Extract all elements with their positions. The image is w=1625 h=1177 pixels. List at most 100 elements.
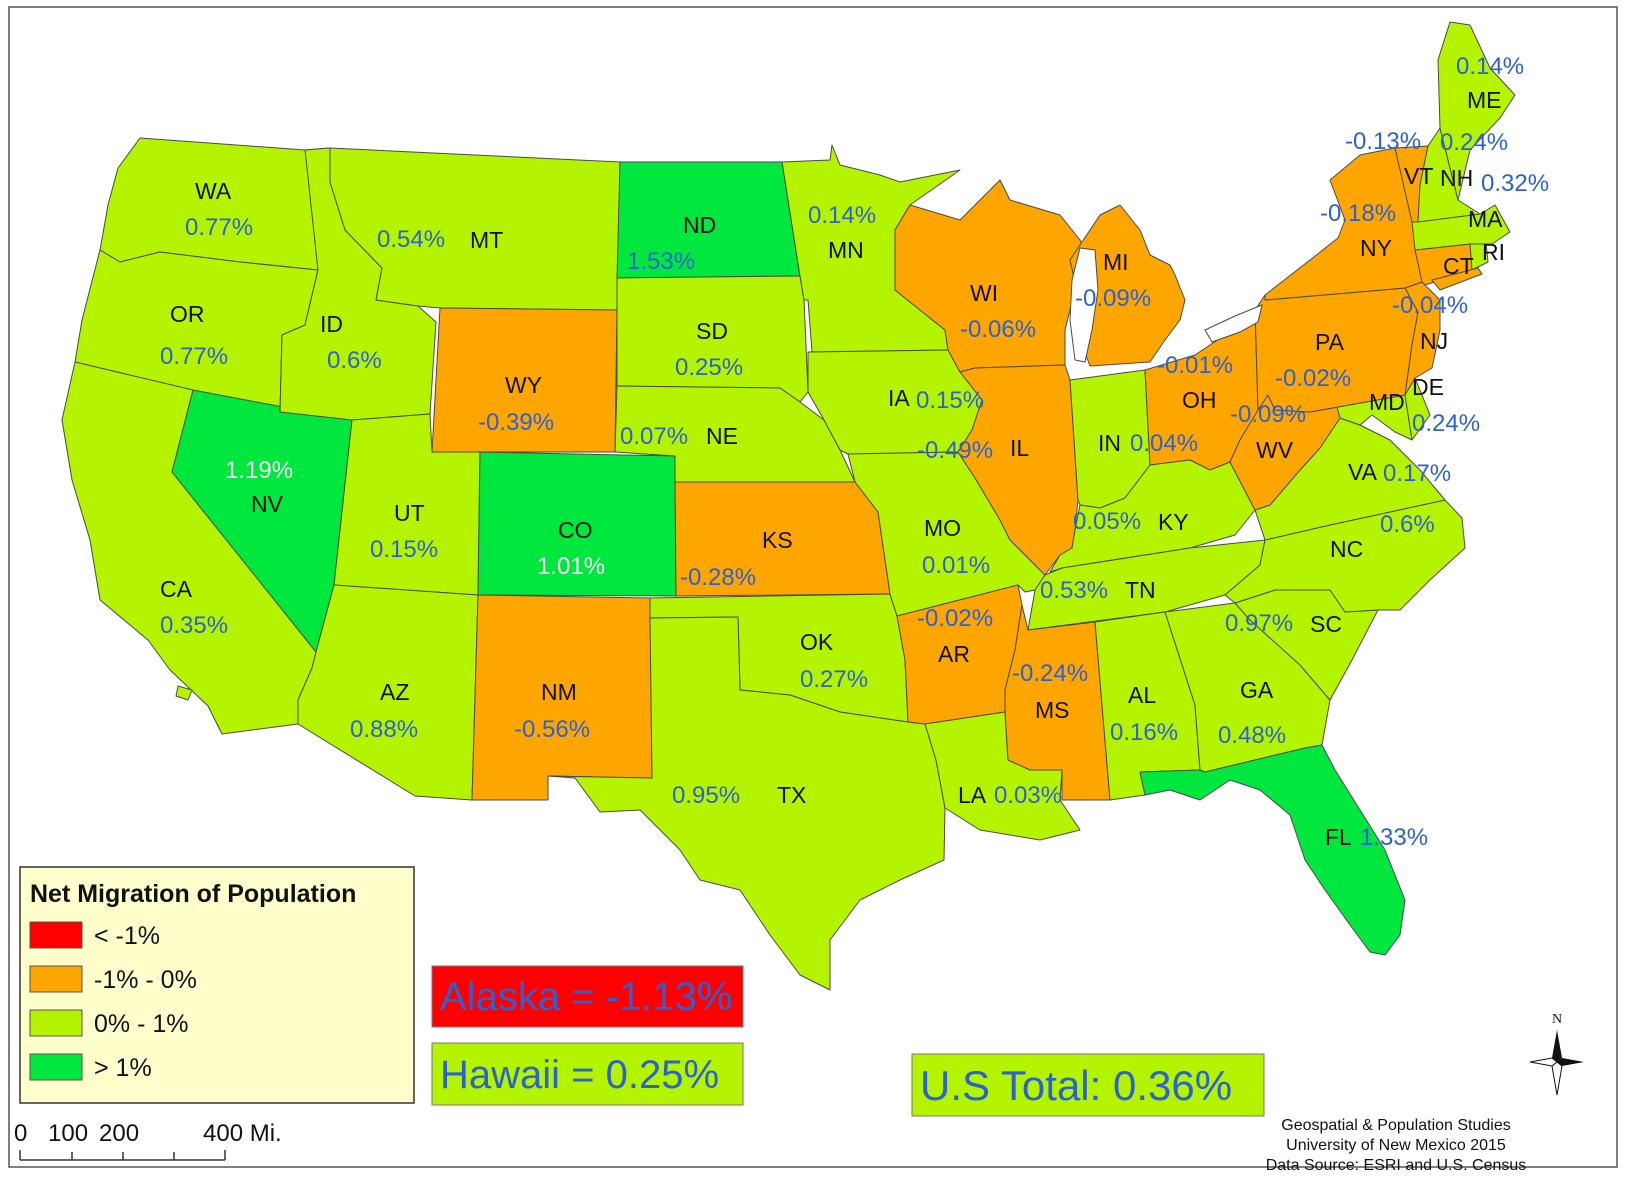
label-abbr-NC: NC bbox=[1330, 536, 1363, 562]
label-abbr-WI: WI bbox=[970, 280, 998, 306]
label-value-ID: 0.6% bbox=[327, 347, 382, 374]
label-value-OH: -0.01% bbox=[1157, 352, 1233, 379]
label-value-MO: 0.01% bbox=[922, 552, 990, 579]
legend-swatch-2 bbox=[29, 1009, 83, 1037]
label-abbr-CO: CO bbox=[558, 517, 593, 543]
legend-label-1: -1% - 0% bbox=[94, 966, 197, 994]
label-value-VA: 0.17% bbox=[1383, 460, 1451, 487]
label-value-MA: 0.32% bbox=[1481, 170, 1549, 197]
channel-islands bbox=[175, 685, 193, 701]
legend-box bbox=[19, 866, 415, 1104]
label-value-GA: 0.48% bbox=[1218, 722, 1286, 749]
label-abbr-PA: PA bbox=[1315, 329, 1345, 355]
label-abbr-MI: MI bbox=[1103, 249, 1129, 275]
scale-label-200: 200 bbox=[99, 1120, 139, 1147]
label-abbr-ND: ND bbox=[683, 212, 716, 238]
us-total-value: U.S Total: 0.36% bbox=[920, 1062, 1232, 1109]
label-value-AR: -0.02% bbox=[917, 605, 993, 632]
label-abbr-OK: OK bbox=[800, 629, 834, 655]
label-abbr-FL: FL bbox=[1325, 824, 1352, 850]
label-abbr-MA: MA bbox=[1468, 206, 1503, 232]
label-abbr-IN: IN bbox=[1098, 430, 1121, 456]
label-value-VT: -0.13% bbox=[1345, 128, 1421, 155]
state-MA[interactable] bbox=[1411, 204, 1511, 251]
label-value-OR: 0.77% bbox=[160, 343, 228, 370]
label-value-WA: 0.77% bbox=[185, 214, 253, 241]
label-value-NH: 0.24% bbox=[1440, 129, 1508, 156]
label-value-WI: -0.06% bbox=[960, 316, 1036, 343]
alaska-box: Alaska = -1.13% bbox=[431, 965, 744, 1028]
label-abbr-IA: IA bbox=[888, 385, 910, 411]
label-abbr-DE: DE bbox=[1412, 374, 1444, 400]
state-ME[interactable] bbox=[1437, 21, 1516, 201]
label-value-OK: 0.27% bbox=[800, 666, 868, 693]
state-WI[interactable] bbox=[894, 179, 1091, 373]
state-WA[interactable] bbox=[99, 137, 331, 271]
label-value-UT: 0.15% bbox=[370, 536, 438, 563]
state-FL[interactable] bbox=[1139, 744, 1406, 956]
label-abbr-CT: CT bbox=[1443, 253, 1474, 279]
label-abbr-MN: MN bbox=[828, 237, 864, 263]
state-TX[interactable] bbox=[547, 616, 946, 991]
label-value-NY: -0.18% bbox=[1320, 200, 1396, 227]
label-abbr-MD: MD bbox=[1369, 389, 1405, 415]
scale-label-0: 0 bbox=[14, 1120, 27, 1147]
legend-swatch-1 bbox=[29, 965, 83, 993]
north-label: N bbox=[1552, 1012, 1562, 1027]
label-abbr-MT: MT bbox=[470, 227, 503, 253]
us-total-box-bg bbox=[911, 1053, 1265, 1117]
label-value-NC: 0.6% bbox=[1380, 511, 1435, 538]
legend-label-3: > 1% bbox=[94, 1054, 152, 1082]
credits: Geospatial & Population Studies Universi… bbox=[1266, 1117, 1527, 1174]
label-abbr-OH: OH bbox=[1182, 387, 1217, 413]
label-value-ME: 0.14% bbox=[1456, 53, 1524, 80]
label-abbr-WY: WY bbox=[505, 372, 542, 398]
label-value-LA: 0.03% bbox=[994, 782, 1062, 809]
label-value-FL: 1.33% bbox=[1360, 824, 1428, 851]
label-abbr-KY: KY bbox=[1158, 509, 1189, 535]
label-abbr-NH: NH bbox=[1440, 165, 1473, 191]
legend-label-2: 0% - 1% bbox=[94, 1010, 188, 1038]
label-value-MS: -0.24% bbox=[1012, 660, 1088, 687]
label-abbr-UT: UT bbox=[394, 500, 425, 526]
label-abbr-SC: SC bbox=[1310, 611, 1342, 637]
label-abbr-AR: AR bbox=[938, 641, 970, 667]
label-value-WY: -0.39% bbox=[478, 409, 554, 436]
label-abbr-IL: IL bbox=[1010, 435, 1029, 461]
state-NJ[interactable] bbox=[1404, 281, 1441, 396]
state-NE[interactable] bbox=[614, 385, 856, 483]
label-abbr-VA: VA bbox=[1348, 459, 1378, 485]
label-abbr-TX: TX bbox=[777, 782, 806, 808]
north-arrow-icon: N bbox=[1529, 1012, 1584, 1096]
label-value-AL: 0.16% bbox=[1110, 719, 1178, 746]
label-value-NE: 0.07% bbox=[620, 423, 688, 450]
label-value-SD: 0.25% bbox=[675, 354, 743, 381]
label-abbr-NY: NY bbox=[1360, 235, 1392, 261]
label-value-MN: 0.14% bbox=[808, 202, 876, 229]
label-abbr-VT: VT bbox=[1404, 163, 1433, 189]
alaska-value: Alaska = -1.13% bbox=[440, 975, 732, 1019]
legend-title: Net Migration of Population bbox=[30, 880, 356, 908]
label-abbr-OR: OR bbox=[170, 301, 205, 327]
label-value-CO: 1.01% bbox=[537, 553, 605, 580]
label-value-KY: 0.05% bbox=[1073, 508, 1141, 535]
label-abbr-MS: MS bbox=[1035, 697, 1070, 723]
legend-swatch-0 bbox=[29, 921, 83, 949]
label-value-SC: 0.97% bbox=[1225, 610, 1293, 637]
label-value-NV: 1.19% bbox=[225, 457, 293, 484]
scale-bar: 0 100 200 400 Mi. bbox=[14, 1120, 282, 1161]
state-NY[interactable] bbox=[1264, 147, 1423, 301]
hawaii-value: Hawaii = 0.25% bbox=[440, 1053, 719, 1097]
credit-line-1: Geospatial & Population Studies bbox=[1281, 1117, 1510, 1134]
label-abbr-RI: RI bbox=[1482, 239, 1505, 265]
legend-swatch-3 bbox=[29, 1053, 83, 1081]
state-KY[interactable] bbox=[1049, 459, 1256, 573]
legend: Net Migration of Population < -1%-1% - 0… bbox=[19, 866, 415, 1104]
label-value-PA: -0.02% bbox=[1275, 365, 1351, 392]
label-value-TX: 0.95% bbox=[672, 782, 740, 809]
label-abbr-GA: GA bbox=[1240, 677, 1274, 703]
label-abbr-TN: TN bbox=[1125, 577, 1156, 603]
hawaii-box: Hawaii = 0.25% bbox=[431, 1042, 744, 1106]
label-value-NM: -0.56% bbox=[514, 716, 590, 743]
credit-line-2: University of New Mexico 2015 bbox=[1286, 1137, 1506, 1154]
